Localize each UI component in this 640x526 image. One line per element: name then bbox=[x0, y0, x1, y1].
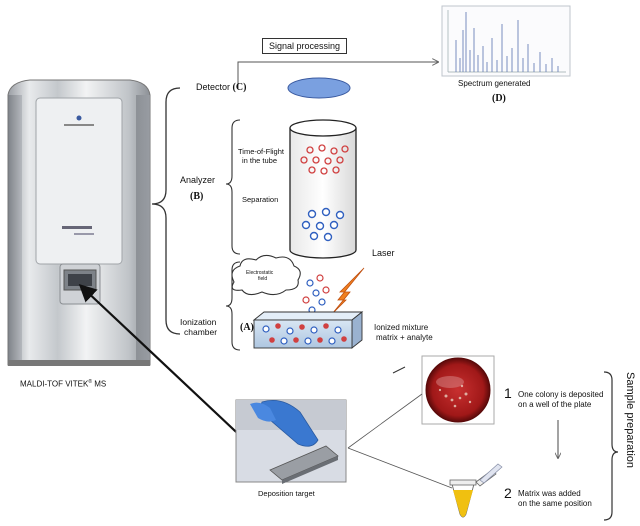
connector-plate bbox=[347, 393, 423, 449]
tof-label-line1: Time-of-Flight bbox=[238, 147, 284, 156]
petri-dish-photo bbox=[421, 355, 495, 425]
block-ions bbox=[262, 323, 347, 345]
step1-number: 1 bbox=[504, 385, 512, 401]
step2-line2: on the same position bbox=[518, 499, 592, 508]
maldi-machine-image bbox=[3, 78, 153, 368]
detector-disc bbox=[287, 77, 351, 99]
step2-number: 2 bbox=[504, 485, 512, 501]
ionization-line1: Ionization bbox=[180, 317, 217, 327]
deposition-target-photo bbox=[235, 399, 347, 484]
flight-tube bbox=[289, 119, 357, 259]
pipette-tip bbox=[479, 463, 503, 484]
detector-label: Detector (C) bbox=[196, 82, 247, 93]
sample-prep-title: Sample preparation bbox=[624, 372, 636, 469]
sample-prep-brace bbox=[603, 371, 619, 521]
analyzer-brace bbox=[225, 119, 241, 255]
ionization-brace bbox=[225, 261, 241, 351]
blue-ions-cluster bbox=[301, 207, 345, 242]
signal-line bbox=[237, 62, 438, 88]
connector-tube bbox=[347, 447, 453, 489]
ionization-tag: (A) bbox=[240, 322, 254, 333]
electrostatic-line1: Electrostatic bbox=[246, 270, 274, 276]
electrostatic-line2: field bbox=[258, 276, 268, 282]
deposition-label: Deposition target bbox=[258, 489, 315, 498]
machine-name-label: MALDI-TOF VITEK® MS bbox=[20, 379, 107, 389]
tof-label-line2: in the tube bbox=[242, 156, 278, 165]
step1-line1: One colony is deposited bbox=[518, 390, 604, 399]
step1-line2: on a well of the plate bbox=[518, 400, 592, 409]
red-ions-cluster bbox=[300, 144, 349, 175]
target-to-machine-arrow bbox=[78, 283, 251, 446]
ionization-line2: chamber bbox=[184, 327, 218, 337]
spectrum-label: Spectrum generated bbox=[458, 79, 531, 88]
left-brace bbox=[151, 87, 181, 335]
signal-processing-box: Signal processing bbox=[262, 38, 348, 54]
mixture-line1: Ionized mixture bbox=[374, 323, 429, 332]
spectrum-plot bbox=[441, 5, 571, 77]
laser-label: Laser bbox=[372, 248, 395, 258]
electrostatic-cloud bbox=[231, 254, 301, 296]
rising-ions bbox=[302, 274, 330, 314]
separation-label: Separation bbox=[242, 195, 279, 204]
laser-bolt bbox=[331, 267, 365, 315]
analyzer-label: Analyzer bbox=[180, 175, 216, 185]
spectrum-tag: (D) bbox=[492, 93, 506, 104]
dash-mark bbox=[392, 366, 406, 374]
analyzer-tag: (B) bbox=[190, 191, 204, 202]
step2-line1: Matrix was added bbox=[518, 489, 581, 498]
mixture-line2: matrix + analyte bbox=[376, 333, 433, 342]
